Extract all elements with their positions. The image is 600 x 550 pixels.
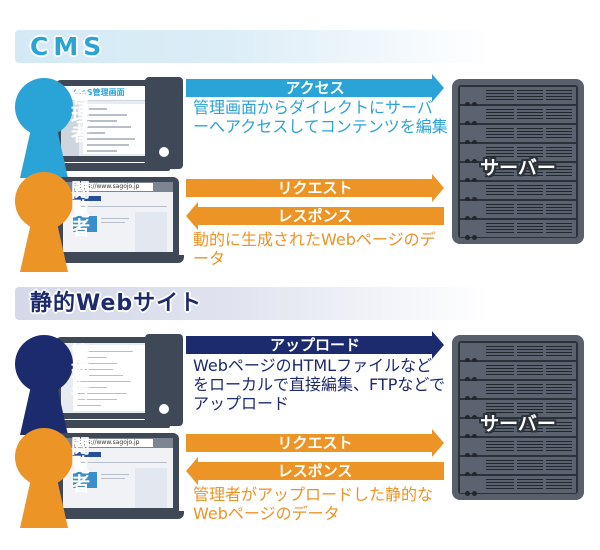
response-arrow-label: レスポンス	[277, 207, 353, 225]
power-button-icon	[159, 147, 169, 157]
pc-tower	[145, 334, 183, 426]
static-admin-person-icon: 管理者	[15, 335, 90, 435]
url-bar: https://www.sagojo.jp	[75, 183, 153, 191]
static-response-arrow: レスポンス	[186, 457, 444, 485]
admin-label: 管理者	[68, 86, 90, 143]
static-server-label: サーバー	[480, 413, 556, 435]
viewer-label: 閲覧者	[68, 180, 90, 237]
cms-server: サーバー	[452, 79, 584, 244]
access-arrow: アクセス	[186, 74, 444, 102]
upload-arrow: アップロード	[186, 331, 444, 359]
static-viewer-description: 管理者がアップロードした静的なWebページのデータ	[193, 485, 434, 523]
admin-person-icon: 管理者	[15, 78, 90, 178]
url-bar: https://www.sagojo.jp	[75, 439, 153, 447]
power-button-icon	[159, 404, 169, 414]
static-section-header: 静的Webサイト	[15, 287, 490, 320]
static-response-label: レスポンス	[277, 462, 353, 480]
cms-viewer-description: 動的に生成されたWebページのデータ	[193, 230, 436, 268]
request-arrow-label: リクエスト	[277, 179, 353, 197]
static-admin-label: 管理者	[68, 343, 90, 400]
viewer-browser-screen: https://www.sagojo.jp	[63, 182, 173, 252]
static-viewer-label: 閲覧者	[68, 436, 90, 493]
upload-arrow-label: アップロード	[269, 336, 360, 354]
viewer-person-icon: 閲覧者	[15, 172, 90, 272]
pc-tower	[145, 77, 183, 169]
laptop-base	[52, 255, 184, 263]
static-request-label: リクエスト	[277, 434, 353, 452]
cms-screen-title: CMS管理画面	[73, 88, 125, 97]
monitor-stand	[58, 163, 170, 171]
static-section-title: 静的Webサイト	[30, 291, 203, 316]
static-server: サーバー	[452, 335, 584, 500]
viewer-browser-screen: https://www.sagojo.jp	[63, 438, 173, 508]
static-viewer-person-icon: 閲覧者	[15, 428, 90, 528]
response-arrow: レスポンス	[186, 202, 444, 230]
cms-server-label: サーバー	[480, 157, 556, 179]
access-arrow-label: アクセス	[285, 79, 345, 97]
cms-admin-description: 管理画面からダイレクトにサーバーへアクセスしてコンテンツを編集	[193, 98, 448, 136]
monitor-stand	[58, 420, 170, 428]
viewer-laptop: https://www.sagojo.jp	[57, 177, 179, 255]
static-admin-description: WebページのHTMLファイルなどをローカルで直接編集、FTPなどでアップロード	[193, 356, 446, 413]
cms-section-title: CMS	[30, 32, 107, 61]
request-arrow: リクエスト	[186, 174, 444, 202]
static-request-arrow: リクエスト	[186, 429, 444, 457]
laptop-base	[52, 511, 184, 519]
static-viewer-laptop: https://www.sagojo.jp	[57, 433, 179, 511]
cms-section-header: CMS	[15, 30, 490, 63]
